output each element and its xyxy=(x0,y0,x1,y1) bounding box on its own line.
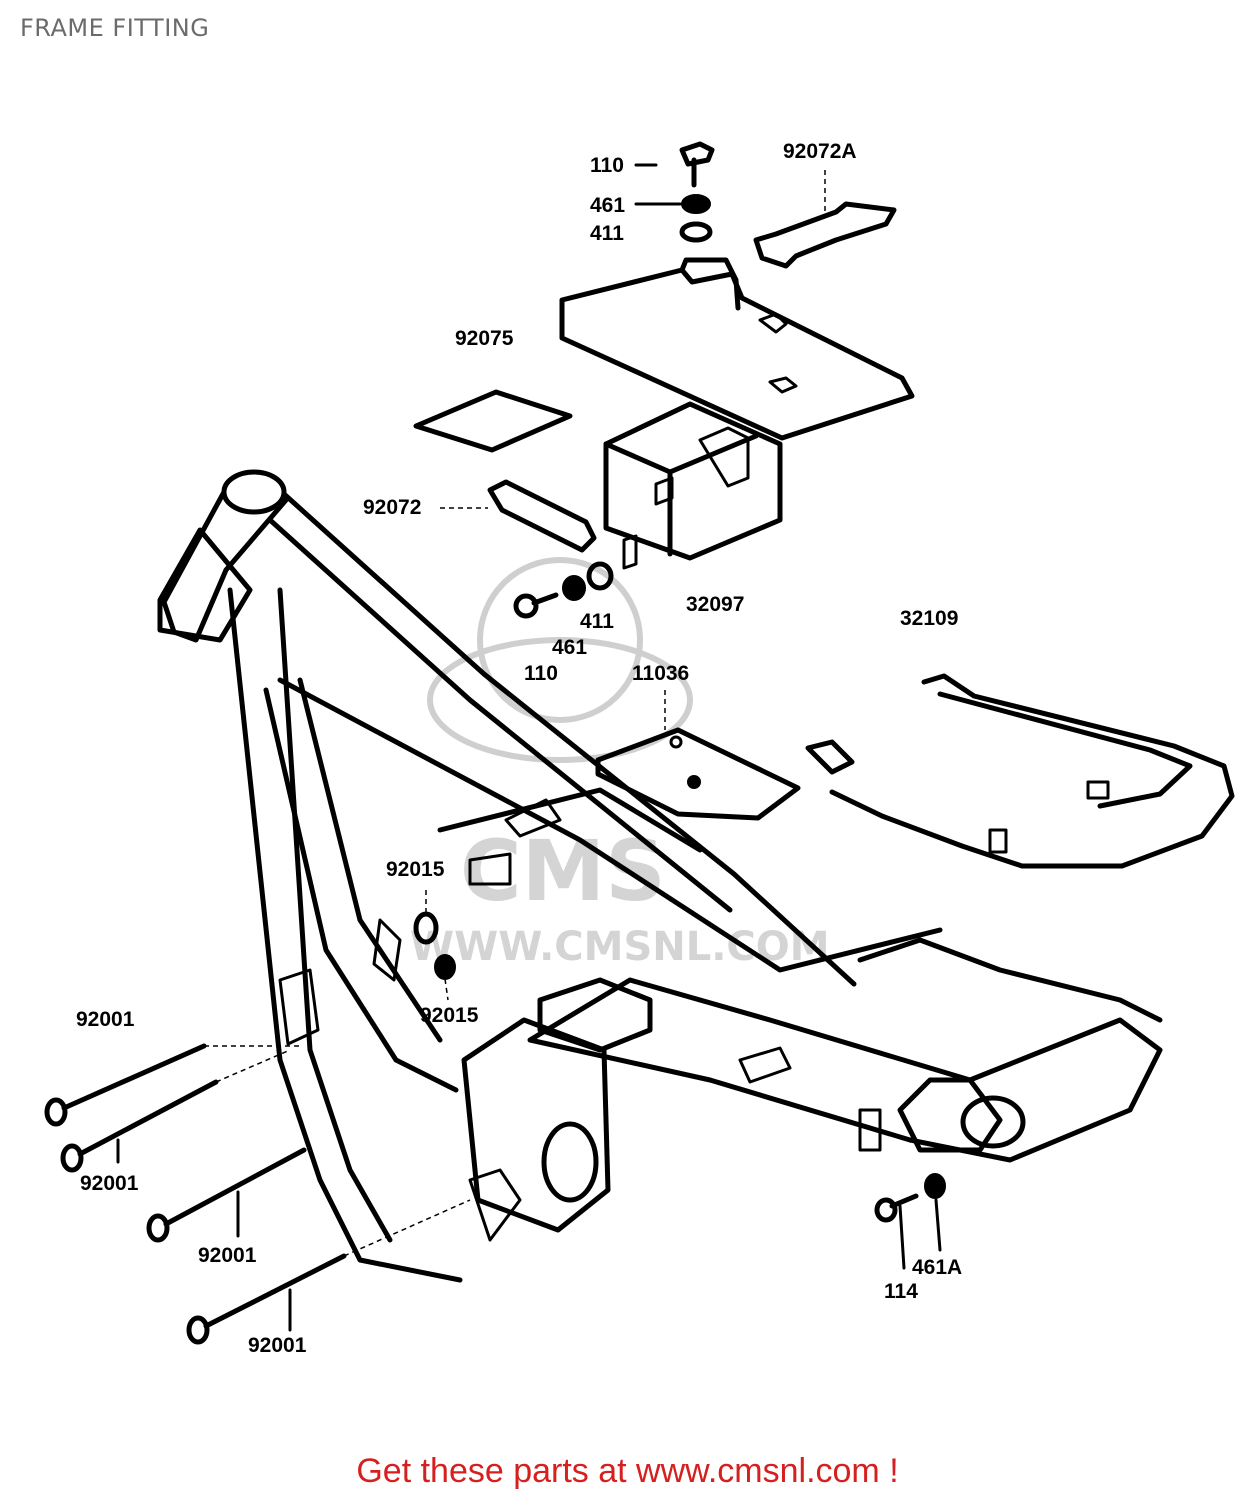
nut-411-top[interactable] xyxy=(679,221,713,243)
bracket-plate-11036[interactable] xyxy=(595,690,801,821)
label-92001-d: 92001 xyxy=(248,1334,307,1357)
frame-guard-32109[interactable] xyxy=(805,673,1235,869)
watermark-logo-ring xyxy=(427,637,693,763)
label-110-mid: 110 xyxy=(524,662,558,685)
label-92072: 92072 xyxy=(363,496,421,519)
bolt-92001-a[interactable] xyxy=(44,1043,300,1127)
bolt-92001-c[interactable] xyxy=(146,1147,307,1243)
washer-461-top[interactable] xyxy=(681,194,711,214)
label-461-top: 461 xyxy=(590,194,625,217)
page-title: FRAME FITTING xyxy=(20,14,210,42)
label-114: 114 xyxy=(884,1280,918,1303)
battery-band-92072A[interactable] xyxy=(753,170,897,269)
label-32109: 32109 xyxy=(900,607,958,630)
label-461-mid: 461 xyxy=(552,636,587,659)
label-11036: 11036 xyxy=(632,662,689,685)
watermark: CMS WWW.CMSNL.COM xyxy=(410,557,830,970)
battery-tray-92075[interactable] xyxy=(559,257,915,441)
bolt-114[interactable] xyxy=(874,1193,919,1270)
battery-case-32097[interactable] xyxy=(603,401,783,570)
footer-link[interactable]: Get these parts at www.cmsnl.com ! xyxy=(356,1452,899,1490)
screw-110-top[interactable] xyxy=(679,141,715,188)
grommet-92015-a[interactable] xyxy=(413,890,439,945)
label-461A: 461A xyxy=(912,1256,962,1279)
watermark-logo-circle xyxy=(477,557,643,723)
label-411-mid: 411 xyxy=(580,610,614,633)
label-92001-a: 92001 xyxy=(76,1008,135,1031)
label-92015-a: 92015 xyxy=(386,858,445,881)
label-92075: 92075 xyxy=(455,327,514,350)
label-92072A: 92072A xyxy=(783,140,857,163)
screw-110-mid[interactable] xyxy=(513,592,559,619)
label-32097: 32097 xyxy=(686,593,744,616)
nut-411-mid[interactable] xyxy=(586,561,614,591)
label-92001-b: 92001 xyxy=(80,1172,139,1195)
label-411-top: 411 xyxy=(590,222,624,245)
label-92015-b: 92015 xyxy=(420,1004,479,1027)
washer-461-mid[interactable] xyxy=(562,575,586,601)
watermark-url-text: WWW.CMSNL.COM xyxy=(410,924,830,970)
watermark-logo-text: CMS xyxy=(460,822,666,920)
washer-461A[interactable] xyxy=(924,1173,946,1252)
battery-pad[interactable] xyxy=(413,389,573,453)
bolt-92001-b[interactable] xyxy=(60,1049,291,1173)
label-92001-c: 92001 xyxy=(198,1244,257,1267)
motorcycle-frame xyxy=(157,469,1163,1283)
label-110-top: 110 xyxy=(590,154,624,177)
frame-fitting-diagram: CMS WWW.CMSNL.COM xyxy=(44,140,1235,1357)
grommet-92015-b[interactable] xyxy=(434,954,456,1001)
bolt-92001-d[interactable] xyxy=(186,1199,471,1345)
battery-band-92072[interactable] xyxy=(440,479,597,553)
